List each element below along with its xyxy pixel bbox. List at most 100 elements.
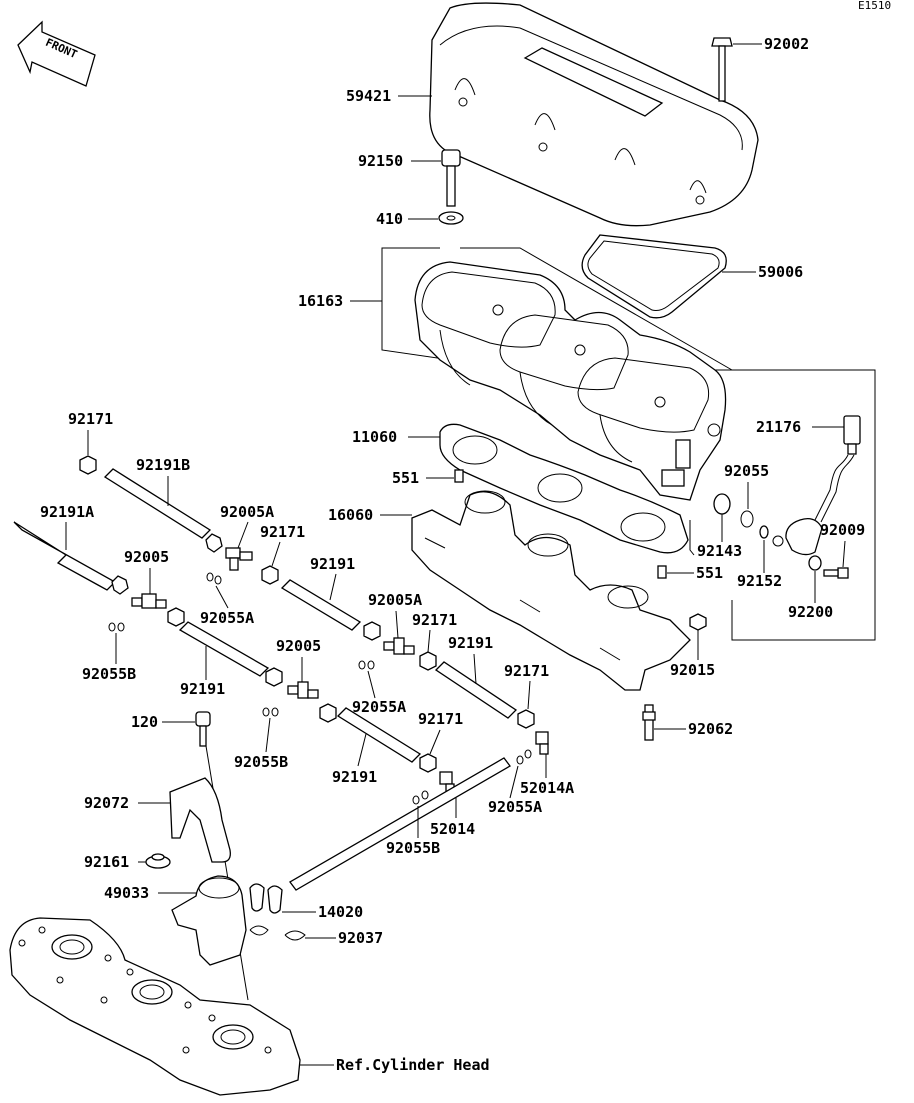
label-92005-a: 92005 [124,548,169,566]
nut-92015 [689,613,707,631]
hose-92191-d [336,707,422,763]
label-92161: 92161 [84,853,129,871]
label-52014A: 52014A [520,779,574,797]
label-92015: 92015 [670,661,715,679]
clamp-92191B-end [205,533,223,553]
label-49033: 49033 [104,884,149,902]
hose-92191B [103,468,212,539]
label-92055A-b: 92055A [352,698,406,716]
bolt-92009 [823,567,849,579]
washer-92152 [759,525,769,539]
label-92191A: 92191A [40,503,94,521]
label-92072: 92072 [84,794,129,812]
grommet-92161 [145,853,171,869]
label-92171-e: 92171 [418,710,463,728]
label-52014: 52014 [430,820,475,838]
gasket-59006 [581,234,727,319]
label-92005-b: 92005 [276,637,321,655]
oring-92055-sensor [740,510,754,528]
clamp-92171-d [517,709,535,729]
label-59006: 59006 [758,263,803,281]
clamp-92171-c [419,651,437,671]
label-16060: 16060 [328,506,373,524]
label-16163: 16163 [298,292,343,310]
label-21176: 21176 [756,418,801,436]
label-92055A-a: 92055A [200,609,254,627]
label-14020: 14020 [318,903,363,921]
ref-cylinder-head-label: Ref.Cylinder Head [336,1056,490,1074]
label-92055A-c: 92055A [488,798,542,816]
dowel-pin-551-bottom [657,565,667,579]
clamp-92171-e [419,753,437,773]
clamp-92191A-end [111,575,129,595]
label-92191B: 92191B [136,456,190,474]
label-92055-sensor: 92055 [724,462,769,480]
joint-92005A-b [383,637,415,655]
cylinder-head [9,917,301,1096]
washer-410 [438,211,464,225]
label-92171-c: 92171 [412,611,457,629]
hose-92191-a [280,579,362,631]
elbow-52014A [535,731,549,755]
label-551-bottom: 551 [696,564,723,582]
label-92171-b: 92171 [260,523,305,541]
sensor-21176 [772,415,861,556]
label-410: 410 [376,210,403,228]
label-11060: 11060 [352,428,397,446]
pump-49033 [171,875,247,966]
label-92171-a: 92171 [68,410,113,428]
clamp-lower-left [265,667,283,687]
clamp-left-mid [167,607,185,627]
label-92191-b: 92191 [448,634,493,652]
joint-92005A-a [225,547,253,571]
bracket-92072 [169,777,231,863]
clamp-upper-mid [363,621,381,641]
label-120: 120 [131,713,158,731]
long-hose [289,757,511,891]
label-92005A-a: 92005A [220,503,274,521]
ring-92037-a [249,925,269,936]
label-92143: 92143 [697,542,742,560]
grommet-92143 [713,493,731,515]
label-92055B-a: 92055B [82,665,136,683]
clip-14020 [249,883,283,914]
hose-92191A [13,521,117,591]
label-92152: 92152 [737,572,782,590]
label-92150: 92150 [358,152,403,170]
label-92002: 92002 [764,35,809,53]
label-92191-c: 92191 [180,680,225,698]
hose-92191-c [178,621,270,677]
label-92055B-b: 92055B [234,753,288,771]
joint-92005-a [131,593,167,609]
bolt-92150 [441,149,461,207]
diagram-code: E1510 [858,0,891,12]
joint-92005-b [287,681,319,699]
label-92191-a: 92191 [310,555,355,573]
hose-92191-b [434,661,518,719]
ring-92037-b [284,930,306,941]
label-92191-d: 92191 [332,768,377,786]
manifold-16060 [411,490,691,691]
clamp-lower-mid [319,703,337,723]
bolt-120 [195,711,211,747]
label-92200: 92200 [788,603,833,621]
front-arrow-icon: FRONT [17,20,96,87]
label-92171-d: 92171 [504,662,549,680]
label-92009: 92009 [820,521,865,539]
label-551-top: 551 [392,469,419,487]
label-59421: 59421 [346,87,391,105]
clamp-92171-b [261,565,279,585]
airbox-cover [429,2,759,227]
label-92037: 92037 [338,929,383,947]
throttle-body-16163 [414,261,727,501]
label-92062: 92062 [688,720,733,738]
dowel-pin-551-top [454,469,464,483]
stud-92062 [642,704,656,741]
bolt-92002 [711,37,733,102]
label-92055B-c: 92055B [386,839,440,857]
label-92005A-b: 92005A [368,591,422,609]
washer-92200 [808,555,822,571]
clamp-92171-a [79,455,97,475]
